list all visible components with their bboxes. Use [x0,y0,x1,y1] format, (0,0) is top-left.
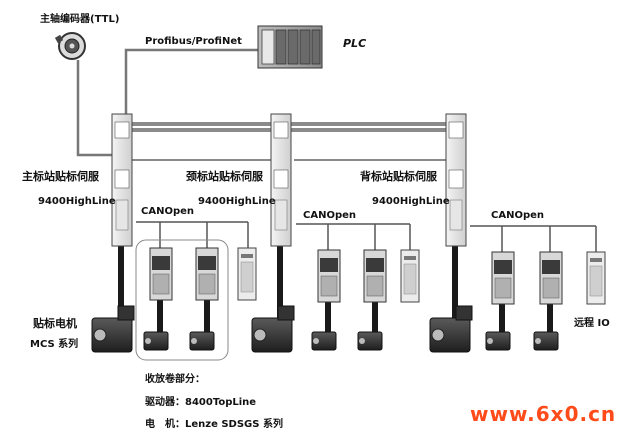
small-motor-icon [311,331,337,351]
small-motor-icon [189,331,215,351]
small-motor-icon [485,331,511,351]
spindle-encoder-icon [54,32,86,60]
plc-device-icon [257,25,323,69]
canopen-label-neck: CANOpen [303,210,357,221]
remote-io-module-icon [400,249,420,303]
labeling-motor-icon [251,305,295,353]
station-back-name: 背标站贴标伺服 [360,170,437,183]
small-motor-icon [533,331,559,351]
unwind-drive: 驱动器：8400TopLine [145,397,257,408]
sync-bus-lines [130,122,458,132]
remote-io-module-icon [586,251,606,305]
canopen-label-back: CANOpen [491,210,545,221]
drive-8400-icon [149,247,173,301]
station-neck-model: 9400HighLine [198,196,276,207]
small-motor-icon [357,331,383,351]
drive-8400-icon [317,249,341,303]
watermark: www.6x0.cn [470,402,617,426]
servo-drive-main-icon [111,113,133,247]
labeling-motor-icon [429,305,473,353]
drive-8400-icon [363,249,387,303]
drive-8400-icon [539,251,563,305]
encoder-label: 主轴编码器(TTL) [40,14,120,25]
motor-label-type: MCS 系列 [30,339,79,350]
unwind-motor: 电 机：Lenze SDSGS 系列 [145,419,283,430]
motor-label-series: 贴标电机 [33,317,77,330]
station-main-name: 主标站贴标伺服 [22,170,99,183]
motor-cables [118,245,553,335]
encoder-cable [76,60,118,157]
unwind-group-box [135,239,229,361]
labeling-motor-icon [91,305,135,353]
station-neck-name: 颈标站贴标伺服 [186,170,263,183]
servo-drive-neck-icon [270,113,292,247]
canopen-lines [136,221,597,252]
bus-label: Profibus/ProfiNet [145,36,242,47]
small-motor-icon [143,331,169,351]
remote-io-module-icon [237,247,257,301]
unwind-title: 收放卷部分： [145,374,205,385]
plc-label: PLC [343,37,367,50]
drive-8400-icon [491,251,515,305]
servo-drive-back-icon [445,113,467,247]
canopen-label-main: CANOpen [141,206,195,217]
drive-8400-icon [195,247,219,301]
remote-io-label: 远程 IO [574,318,610,329]
profibus-line [124,48,258,122]
station-main-model: 9400HighLine [38,196,116,207]
station-back-model: 9400HighLine [372,196,450,207]
